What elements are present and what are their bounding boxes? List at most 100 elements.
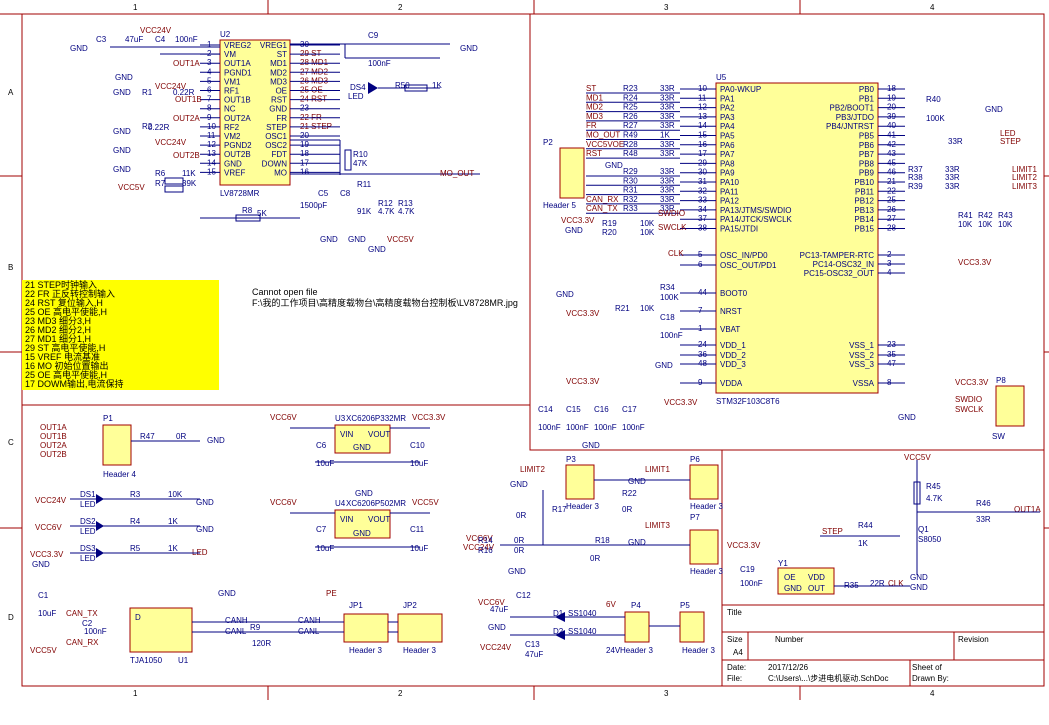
jp2-body [397,613,443,643]
u5-gnd-vss: GND [898,413,916,422]
p1-out2a: OUT2A [40,441,67,450]
u2-left-pin-name: RF1 [224,87,240,96]
p6-limit1: LIMIT1 [645,465,670,474]
jp1-label: JP1 [349,601,363,610]
r44-label: R44 [858,521,873,530]
r19-value: 10K [640,219,655,228]
u2-left-pin-name: OUT2A [224,114,251,123]
u5-resistor-value: 33R [660,176,675,185]
u5-left-extra-pin-name: VDDA [720,379,743,388]
u2-out1b-net: OUT1B [175,95,202,104]
power-section: GND C12 47uF VCC6V GND VCC24V C13 47uF D… [478,567,715,659]
u2-left-pin-name: NC [224,105,236,114]
c4-value: 100nF [175,35,198,44]
r47-label: R47 [140,432,155,441]
col-label-4-bottom: 4 [930,689,935,698]
r2-value: 0.22R [148,123,170,132]
u2-gnd-10: GND [368,245,386,254]
u2-ref: U2 [220,30,231,39]
ds2-gnd: GND [196,525,214,534]
u5-left-pin-name: PA2 [720,104,735,113]
r42-label: R42 [978,211,993,220]
p7-label: P7 [690,513,700,522]
number-label: Number [775,635,804,644]
row-label-c: C [8,438,14,447]
note-line: 17 DOWM输出,电流保持 [25,378,124,389]
u5-gnd-r40: GND [985,105,1003,114]
u5-left-pin-name: PA3 [720,113,735,122]
u5-left-extra-pin-name: NRST [720,307,742,316]
u5-resistor-ref: R29 [623,167,638,176]
transistor-section: VCC5V R45 4.7K R46 33R OUT1A STEP R44 1K… [820,453,1041,582]
u2-vcc24-net: VCC24V [140,26,172,35]
d1-label: D1 [553,609,564,618]
r8-value: 5K [257,209,267,218]
u2-gnd-7: GND [460,44,478,53]
u5-right-pin-name: PB15 [854,225,874,234]
u5-right-extra-pin-name: VSS_2 [849,351,874,360]
ds3-value: LED [80,554,96,563]
u5-right-extra-pin-name: PC13-TAMPER-RTC [800,251,875,260]
p8-swdio: SWDIO [955,395,982,404]
u5-right-pin-name: PB13 [854,206,874,215]
p3-gnd: GND [510,480,528,489]
p7-gnd: GND [628,538,646,547]
u5-resistor-ref: R49 [623,131,638,140]
note-line: 27 MD1 细分1,H [25,333,91,344]
swclk-net: SWCLK [658,223,687,232]
u2-pins: VREG21VM2OUT1A3PGND14VM15RF16OUT1B7NC8OU… [200,40,340,177]
r46-label: R46 [976,499,991,508]
c14-value: 100nF [538,423,561,432]
r40-value: 100K [926,114,945,123]
file-value: C:\Users\...\步进电机驱动.SchDoc [768,673,888,683]
u5-left-pin-name: PA7 [720,150,735,159]
u5-net-label: MD1 [586,93,603,102]
c5-label: C5 [318,189,329,198]
u3-label: U3 [335,414,346,423]
r4-label: R4 [130,517,141,526]
p2-header: Header 5 [543,201,576,210]
c3-value: 47uF [125,35,143,44]
u2-left-pin-name: VREG2 [224,41,252,50]
r18-label: R18 [595,536,610,545]
c18-value: 100nF [660,331,683,340]
note-line: 24 RST 复位输入,H [25,297,103,308]
ds4-label: DS4 [350,83,366,92]
u5-left-pin-name: PA14/JTCK/SWCLK [720,215,793,224]
c19-label: C19 [740,565,755,574]
u2-right-pin-name: RST [271,96,287,105]
u5-right-extra-pin-name: VSS_1 [849,341,874,350]
can-tx-net: CAN_TX [66,609,98,618]
missing-image-path: F:\我的工作项目\高精度载物台\高精度载物台控制板\LV8728MR.jpg [252,297,518,308]
u5-vcc33-pullup: VCC3.3V [958,258,992,267]
u5-left-pin-name: PA4 [720,122,735,131]
file-label: File: [727,674,742,683]
p8-label: P8 [996,376,1006,385]
r7-value: 39K [182,179,197,188]
p1-header: Header 4 [103,470,136,479]
can-rx-net: CAN_RX [66,638,99,647]
p1-label: P1 [103,414,113,423]
u5-left-pin-name: PA12 [720,197,740,206]
p3-body [565,464,595,500]
u2-right-pin-name: MD1 [270,59,287,68]
u5-net-label: VCC5VOE [586,140,624,149]
u5-resistor-value: 1K [660,131,670,140]
u5-right-pin-name: PB11 [855,187,875,196]
u5-left-extra-pin-name: BOOT0 [720,289,748,298]
p7-limit3: LIMIT3 [645,521,670,530]
u2-left-pin-name: RF2 [224,123,240,132]
u2-left-pin-name: OUT1A [224,59,251,68]
y1-clk: CLK [888,579,904,588]
r10-label: R10 [353,150,368,159]
u1-part: TJA1050 [130,656,163,665]
u5-right-pin-name: PB12 [854,197,874,206]
led-net: LED [1000,129,1016,138]
q1-gnd: GND [910,573,928,582]
r8-label: R8 [242,206,253,215]
u5-resistor-ref: R48 [623,149,638,158]
u5-gnd-swd: GND [565,226,583,235]
u2-left-pin-name: VM1 [224,77,241,86]
r1-value: 0.22R [173,88,195,97]
